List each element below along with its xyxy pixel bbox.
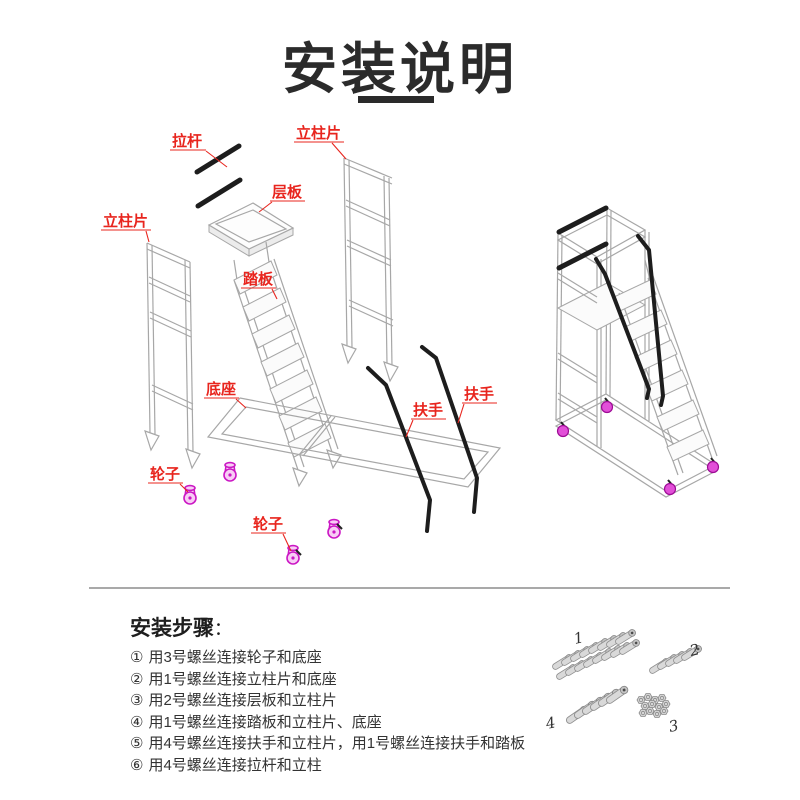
nut-group-3 xyxy=(636,693,671,718)
step-text: 用4号螺丝连接扶手和立柱片，用1号螺丝连接扶手和踏板 xyxy=(148,735,526,752)
handrails-exploded xyxy=(366,345,479,533)
hardware-number-4: 4 xyxy=(543,713,557,733)
hardware-number-2: 2 xyxy=(687,640,701,660)
caster-wheels-exploded xyxy=(183,461,343,565)
label-column-piece-left: 立柱片 xyxy=(101,212,151,243)
label-wheel-upper: 轮子 xyxy=(148,465,189,493)
caster-wheel xyxy=(706,457,720,474)
step-number: ② xyxy=(130,670,144,688)
caster-wheel xyxy=(223,461,237,482)
step-number: ④ xyxy=(130,713,144,731)
label-base: 底座 xyxy=(204,380,247,409)
pull-rods xyxy=(194,143,243,209)
step-text: 用2号螺丝连接层板和立柱片 xyxy=(148,692,337,709)
hardware-photo: 1 2 3 4 xyxy=(543,627,704,736)
label-wheel-lower: 轮子 xyxy=(251,515,292,552)
column-piece-label: 立柱片 xyxy=(296,124,341,142)
step-number: ⑥ xyxy=(130,756,144,774)
assembled-unit xyxy=(554,205,720,498)
step-board-label: 踏板 xyxy=(243,270,274,288)
wheel-label: 轮子 xyxy=(253,515,283,533)
left-column-piece xyxy=(144,242,201,470)
right-column-piece xyxy=(341,157,399,383)
column-piece-label: 立柱片 xyxy=(103,212,148,230)
label-pull-rod: 拉杆 xyxy=(170,132,228,168)
caster-wheel xyxy=(327,518,343,539)
label-step-board: 踏板 xyxy=(241,270,278,300)
label-handrail-right: 扶手 xyxy=(457,385,497,424)
shelf-board xyxy=(207,202,295,257)
steps-heading: 安装步骤： xyxy=(130,612,232,642)
assembly-diagram: 拉杆 立柱片 层板 立柱片 踏板 底座 轮子 轮子 扶手 xyxy=(101,124,720,565)
screw-group-4 xyxy=(564,684,630,726)
hardware-number-3: 3 xyxy=(667,716,680,736)
section-divider xyxy=(89,587,730,589)
caster-wheel xyxy=(600,397,614,414)
wheel-label: 轮子 xyxy=(150,465,180,483)
hardware-number-1: 1 xyxy=(572,628,585,648)
step-text: 用1号螺丝连接立柱片和底座 xyxy=(148,670,337,688)
caster-wheel xyxy=(183,484,197,505)
label-shelf-board: 层板 xyxy=(258,183,305,213)
label-column-piece-right: 立柱片 xyxy=(294,124,347,160)
shelf-board-label: 层板 xyxy=(272,183,303,201)
caster-wheel xyxy=(663,479,677,496)
title-underline xyxy=(358,96,434,103)
step-text: 用3号螺丝连接轮子和底座 xyxy=(148,649,322,666)
steps-heading-text: 安装步骤 xyxy=(130,616,214,640)
label-handrail-left: 扶手 xyxy=(405,401,446,438)
handrail-label: 扶手 xyxy=(464,385,494,403)
base-label: 底座 xyxy=(206,380,236,398)
handrail-label: 扶手 xyxy=(413,401,443,419)
step-text: 用4号螺丝连接拉杆和立柱 xyxy=(148,756,322,774)
step-number: ③ xyxy=(130,692,144,709)
pull-rod-label: 拉杆 xyxy=(172,132,202,150)
caster-wheel xyxy=(556,421,570,438)
step-text: 用1号螺丝连接踏板和立柱片、底座 xyxy=(148,713,382,731)
page-title: 安装说明 xyxy=(281,37,518,101)
step-number: ① xyxy=(130,649,144,666)
steps-heading-colon: ： xyxy=(214,619,232,640)
screw-group-1 xyxy=(550,627,642,682)
caster-wheel xyxy=(286,544,302,565)
step-number: ⑤ xyxy=(130,735,144,752)
